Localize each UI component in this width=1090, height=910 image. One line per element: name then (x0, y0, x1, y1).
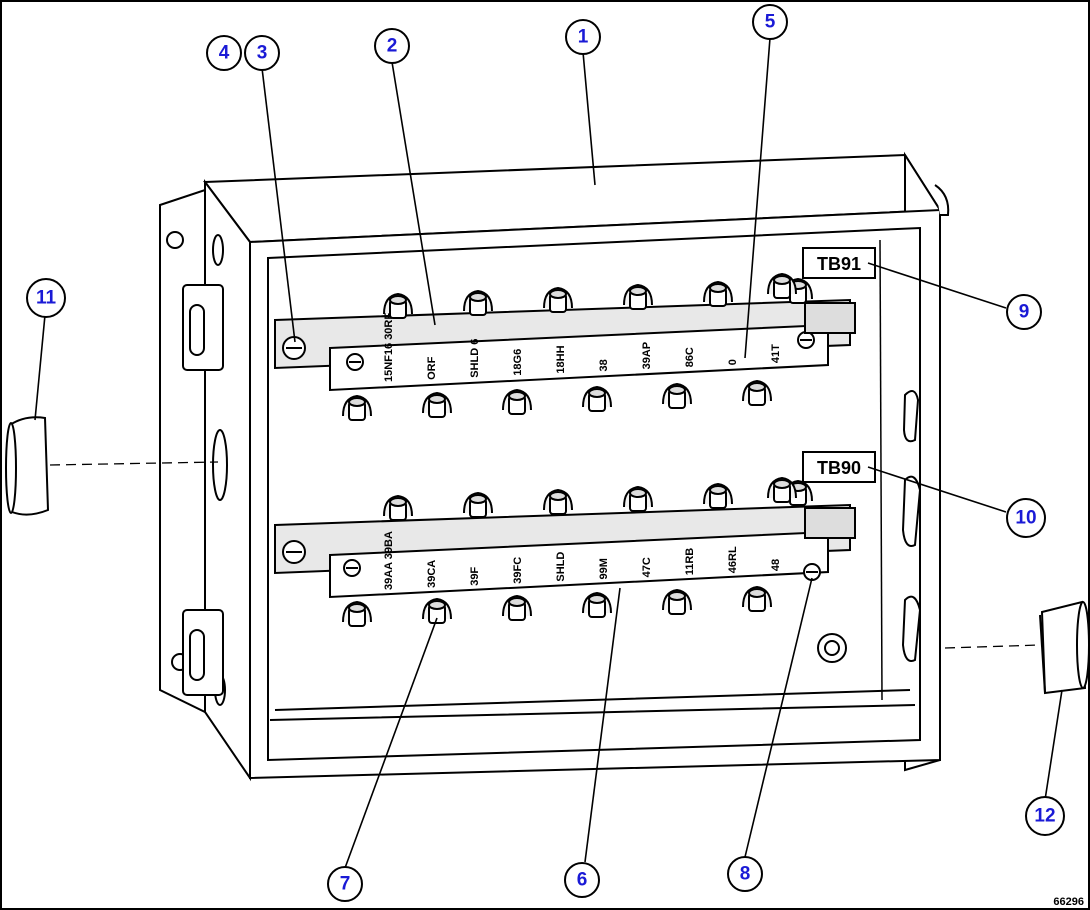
tb90-top-screw-4 (623, 485, 653, 512)
plug-right (1039, 600, 1090, 695)
tb91-bottom-screw-1 (342, 394, 372, 421)
plug-left-axis (49, 461, 219, 466)
callout-11: 11 (26, 278, 66, 318)
callout-6: 6 (564, 862, 600, 898)
tb91-wire-label-10: 41T (770, 344, 782, 363)
tb91-top-screw-1 (383, 292, 413, 319)
tb91-top-screw-end-1 (767, 272, 797, 299)
figure-id: 66296 (1053, 896, 1084, 908)
terminal-block-tb91 (274, 272, 856, 421)
tb90-bottom-screw-5 (662, 588, 692, 615)
tb90-top-screw-end-1 (767, 476, 797, 503)
svg-text:10: 10 (1015, 508, 1036, 529)
tb90-top-screw-3 (543, 488, 573, 515)
tb90-wire-label-5: SHLD (555, 552, 567, 582)
tb91-tag: TB91 (802, 247, 876, 279)
callout-2: 2 (374, 28, 410, 64)
svg-text:2: 2 (387, 36, 398, 57)
tb90-wire-labels: 39AA 39BA 39CA 39F 39FC SHLD 99M 47C 11RB 46RL 48 (383, 531, 782, 590)
tb90-wire-label-3: 39F (469, 567, 481, 586)
tb90-wire-label-1: 39AA 39BA (383, 531, 395, 590)
tb91-wire-label-4: 18G6 (512, 349, 524, 376)
tb90-wire-label-7: 47C (641, 557, 653, 577)
tb90-wire-label-8: 11RB (684, 548, 696, 576)
svg-text:7: 7 (340, 874, 351, 895)
tb90-top-screws (383, 476, 813, 521)
tb91-tag-text: TB91 (817, 254, 861, 274)
tb91-bottom-screw-5 (662, 382, 692, 409)
tb90-tag: TB90 (802, 451, 876, 483)
leader-lines (34, 37, 1063, 869)
tb90-top-screw-2 (463, 491, 493, 518)
tb90-wire-label-9: 46RL (727, 546, 739, 573)
tb90-bottom-screw-2 (422, 597, 452, 624)
svg-text:3: 3 (257, 43, 268, 64)
callout-8: 8 (727, 856, 763, 892)
tb90-top-screw-5 (703, 482, 733, 509)
callout-5: 5 (752, 4, 788, 40)
callout-12: 12 (1025, 796, 1065, 836)
tb91-top-screw-5 (703, 280, 733, 307)
tb90-bottom-screws (342, 585, 772, 627)
tb91-wire-label-6: 38 (598, 359, 610, 371)
callout-9: 9 (1006, 294, 1042, 330)
svg-text:6: 6 (577, 870, 588, 891)
tb91-wire-label-7: 39AP (641, 342, 653, 370)
tb90-wire-label-6: 99M (598, 558, 610, 579)
tb91-top-screws (383, 272, 813, 319)
plug-right-axis (944, 644, 1041, 649)
tb91-wire-label-9: 0 (727, 359, 739, 365)
tb91-bottom-screw-6 (742, 379, 772, 406)
tb90-tag-text: TB90 (817, 458, 861, 478)
svg-text:8: 8 (740, 864, 751, 885)
tb91-top-screw-4 (623, 283, 653, 310)
tb90-wire-label-10: 48 (770, 559, 782, 571)
callout-10: 10 (1006, 498, 1046, 538)
svg-text:9: 9 (1019, 302, 1030, 323)
terminal-block-tb90 (274, 476, 856, 627)
tb90-bottom-screw-3 (502, 594, 532, 621)
svg-text:5: 5 (765, 12, 776, 33)
tb91-wire-label-2: ORF (426, 356, 438, 380)
tb90-bottom-screw-4 (582, 591, 612, 618)
tb91-bottom-screw-2 (422, 391, 452, 418)
svg-text:11: 11 (36, 288, 57, 309)
tb90-wire-label-4: 39FC (512, 557, 524, 584)
tb91-wire-label-1: 15NF16 30RF (383, 313, 395, 382)
svg-text:12: 12 (1034, 806, 1055, 827)
tb90-bottom-screw-1 (342, 600, 372, 627)
svg-text:4: 4 (219, 43, 230, 64)
callout-3: 3 (244, 35, 280, 71)
tb91-top-screw-3 (543, 286, 573, 313)
svg-text:1: 1 (578, 27, 589, 48)
plug-left (5, 416, 50, 516)
tb91-wire-label-5: 18HH (555, 345, 567, 373)
tb91-bottom-screw-3 (502, 388, 532, 415)
tb90-wire-label-2: 39CA (426, 560, 438, 588)
callout-1: 1 (565, 19, 601, 55)
tb91-bottom-screw-4 (582, 385, 612, 412)
tb91-wire-labels: 15NF16 30RF ORF SHLD 6 18G6 18HH 38 39AP 86C 0 41… (383, 313, 782, 382)
callout-7: 7 (327, 866, 363, 902)
tb91-wire-label-3: SHLD 6 (469, 339, 481, 378)
tb91-wire-label-8: 86C (684, 347, 696, 367)
tb91-bottom-screws (342, 379, 772, 421)
tb90-top-screw-1 (383, 494, 413, 521)
tb90-bottom-screw-6 (742, 585, 772, 612)
callout-4: 4 (206, 35, 242, 71)
tb91-top-screw-2 (463, 289, 493, 316)
